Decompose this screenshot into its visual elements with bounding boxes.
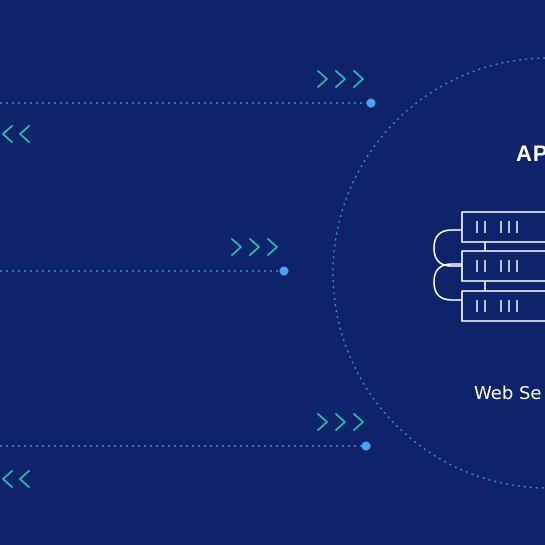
outgoing-arrows-icon-3: [317, 413, 364, 431]
endpoint-dot-2: [279, 266, 289, 276]
server-stack-icon: [433, 211, 545, 322]
server-unit-3: [461, 290, 545, 322]
web-server-label: Web Se: [474, 383, 542, 404]
endpoint-dot-3: [361, 441, 371, 451]
outgoing-arrows-icon-1: [317, 70, 364, 88]
server-cable-bottom: [433, 263, 462, 301]
request-line-3: [0, 413, 371, 488]
api-label: AP: [516, 141, 545, 166]
server-unit-1: [461, 211, 545, 243]
outgoing-arrows-icon-2: [231, 238, 278, 256]
incoming-arrows-icon-2: [2, 470, 30, 488]
server-cable-top: [433, 229, 462, 267]
request-line-2: [0, 238, 289, 276]
endpoint-dot-1: [366, 98, 376, 108]
server-unit-2: [461, 250, 545, 282]
request-line-1: [0, 70, 376, 143]
incoming-arrows-icon-1: [2, 125, 30, 143]
